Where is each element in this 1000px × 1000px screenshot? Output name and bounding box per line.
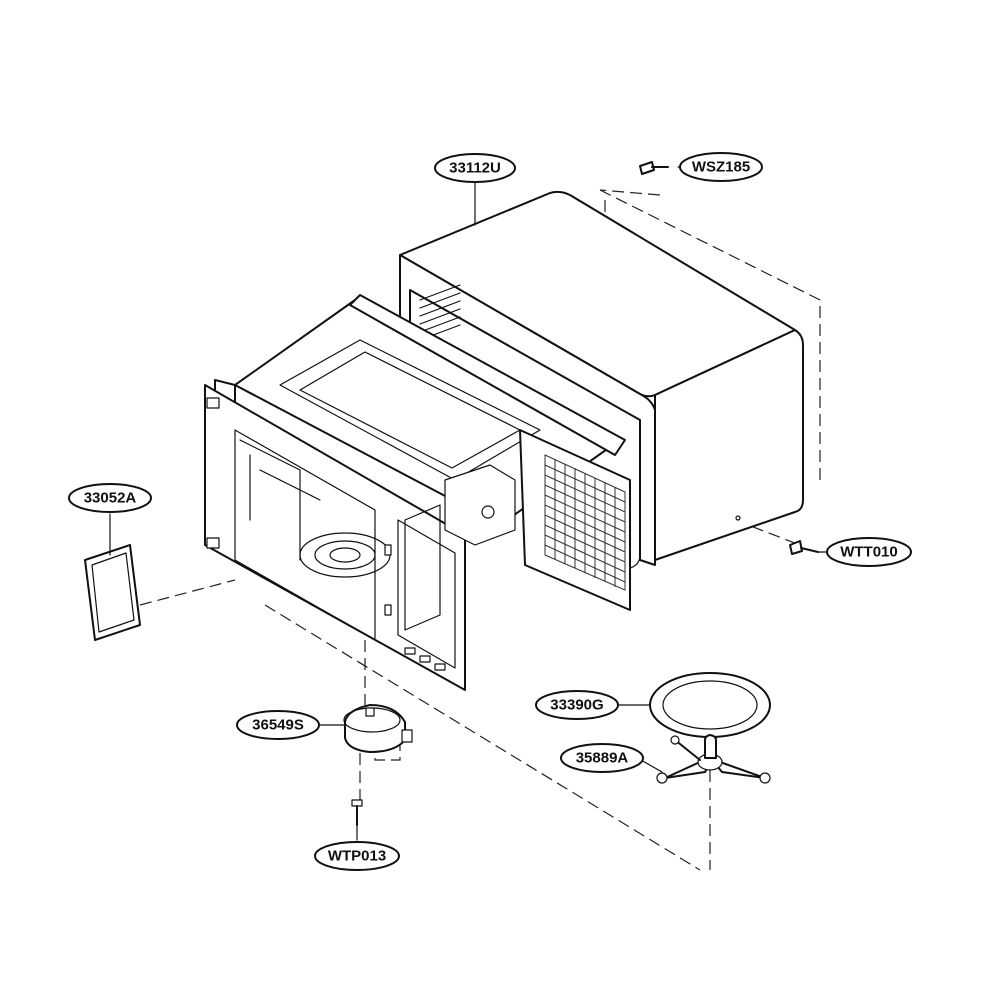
label-WTT010: WTT010 (826, 537, 912, 567)
label-35889A-text: 35889A (576, 750, 629, 767)
label-35889A: 35889A (560, 743, 644, 773)
label-33112U-text: 33112U (449, 160, 501, 177)
label-WTP013-text: WTP013 (328, 848, 386, 865)
label-36549S: 36549S (236, 710, 320, 740)
waveguide-cover (84, 544, 141, 641)
outer-cabinet (399, 190, 804, 569)
glass-tray (649, 672, 771, 738)
label-33052A-text: 33052A (84, 490, 137, 507)
label-36549S-text: 36549S (252, 717, 304, 734)
label-33052A: 33052A (68, 483, 152, 513)
screw-wtt010 (789, 540, 819, 555)
label-33390G: 33390G (535, 690, 619, 720)
cabinet-vent-louvers (419, 284, 461, 341)
label-WSZ185-text: WSZ185 (692, 159, 750, 176)
label-WTT010-text: WTT010 (840, 544, 898, 561)
label-WTP013: WTP013 (314, 841, 400, 871)
screw-wtp013 (351, 799, 363, 826)
label-WSZ185: WSZ185 (679, 152, 763, 182)
oven-cavity-assembly (204, 294, 631, 691)
label-33112U: 33112U (434, 153, 516, 183)
grille-hatching (544, 459, 626, 587)
turntable-motor (343, 704, 413, 753)
screw-wsz185 (639, 161, 669, 175)
label-33390G-text: 33390G (550, 697, 603, 714)
roller-guide (656, 734, 771, 784)
